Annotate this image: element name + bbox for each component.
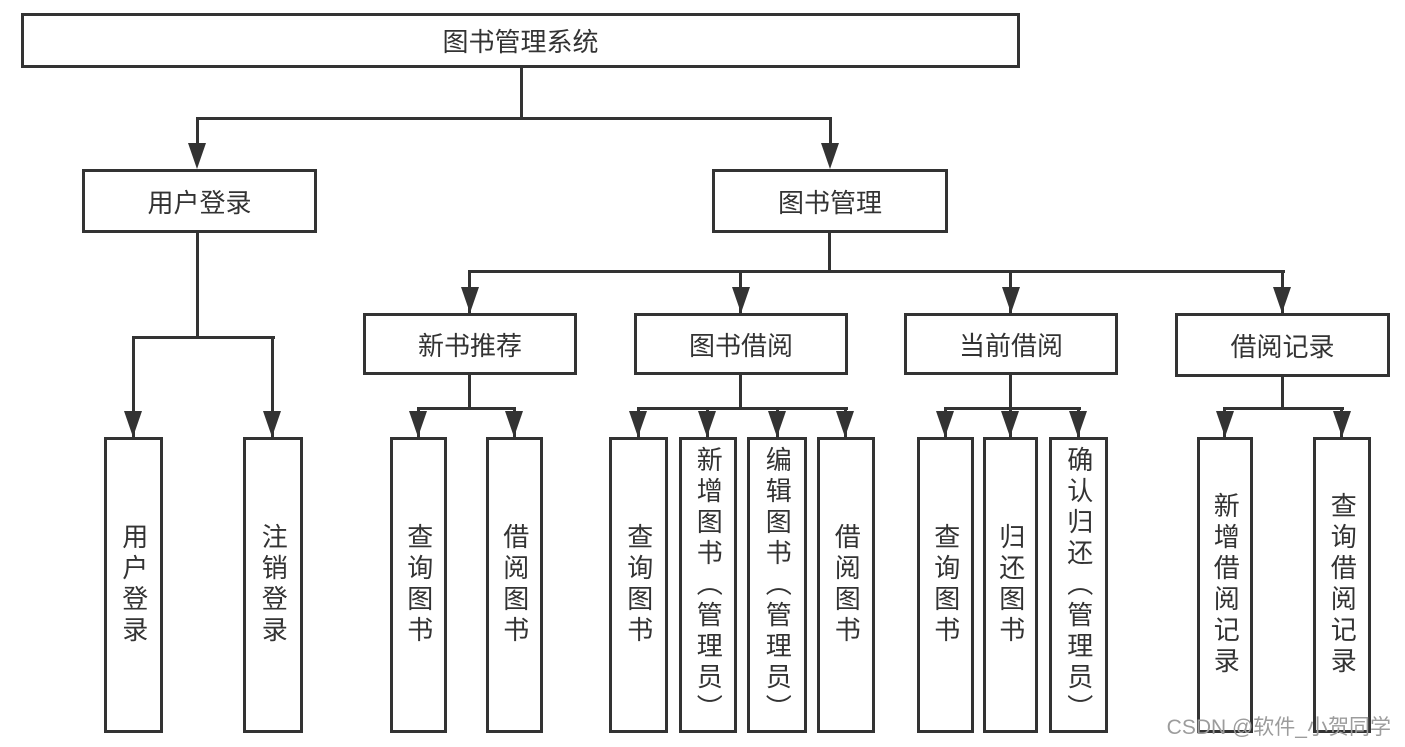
arrow-down-icon	[629, 411, 647, 437]
node-current-borrow-label: 当前借阅	[958, 330, 1063, 361]
arrow-down-icon	[188, 143, 206, 169]
arrow-down-icon	[936, 411, 954, 437]
leaf-query-books-current-label: 查询图书	[930, 523, 961, 647]
arrow-down-icon	[1002, 287, 1020, 313]
node-borrow-records-label: 借阅记录	[1230, 331, 1335, 362]
node-current-borrow: 当前借阅	[904, 313, 1118, 375]
leaf-return-books-label: 归还图书	[995, 523, 1026, 647]
node-new-book-recommend: 新书推荐	[363, 313, 577, 375]
leaf-return-books: 归还图书	[983, 437, 1038, 733]
arrow-down-icon	[732, 287, 750, 313]
arrow-down-icon	[821, 143, 839, 169]
connector-line	[829, 117, 832, 147]
node-book-borrow-label: 图书借阅	[688, 330, 793, 361]
node-root: 图书管理系统	[21, 13, 1020, 68]
leaf-query-borrow-record: 查询借阅记录	[1313, 437, 1371, 733]
leaf-add-borrow-record-label: 新增借阅记录	[1210, 492, 1241, 678]
leaf-borrow-books-label: 借阅图书	[831, 523, 862, 647]
leaf-edit-books-admin-label: 编辑图书（管理员）	[762, 445, 793, 725]
leaf-add-borrow-record: 新增借阅记录	[1197, 437, 1253, 733]
leaf-borrow-books: 借阅图书	[817, 437, 875, 733]
node-new-book-recommend-label: 新书推荐	[417, 330, 522, 361]
connector-line	[739, 375, 742, 409]
leaf-logout: 注销登录	[243, 437, 303, 733]
arrow-down-icon	[505, 411, 523, 437]
connector-line	[1009, 375, 1012, 409]
node-book-borrow: 图书借阅	[634, 313, 848, 375]
connector-line	[132, 336, 275, 339]
arrow-down-icon	[1273, 287, 1291, 313]
connector-line	[1223, 407, 1344, 410]
node-user-login-label: 用户登录	[147, 187, 252, 218]
node-book-management-label: 图书管理	[777, 187, 882, 218]
arrow-down-icon	[263, 411, 281, 437]
leaf-query-books-recommend-label: 查询图书	[403, 523, 434, 647]
leaf-logout-label: 注销登录	[258, 523, 289, 647]
arrow-down-icon	[409, 411, 427, 437]
arrow-down-icon	[1001, 411, 1019, 437]
connector-line	[637, 407, 848, 410]
arrow-down-icon	[836, 411, 854, 437]
connector-line	[132, 336, 135, 437]
leaf-borrow-books-recommend: 借阅图书	[486, 437, 543, 733]
leaf-edit-books-admin: 编辑图书（管理员）	[747, 437, 807, 733]
csdn-watermark: CSDN @软件_小贺同学	[1166, 716, 1391, 739]
arrow-down-icon	[1216, 411, 1234, 437]
leaf-add-books-admin: 新增图书（管理员）	[679, 437, 737, 733]
connector-line	[944, 407, 1081, 410]
arrow-down-icon	[698, 411, 716, 437]
leaf-add-books-admin-label: 新增图书（管理员）	[693, 445, 724, 725]
leaf-confirm-return-admin-label: 确认归还（管理员）	[1063, 445, 1094, 725]
arrow-down-icon	[1333, 411, 1351, 437]
arrow-down-icon	[124, 411, 142, 437]
leaf-user-login-label: 用户登录	[118, 523, 149, 647]
connector-line	[417, 407, 516, 410]
leaf-query-borrow-record-label: 查询借阅记录	[1327, 492, 1358, 678]
connector-line	[271, 336, 274, 437]
arrow-down-icon	[1069, 411, 1087, 437]
connector-line	[196, 117, 832, 120]
leaf-confirm-return-admin: 确认归还（管理员）	[1049, 437, 1108, 733]
leaf-query-books-recommend: 查询图书	[390, 437, 447, 733]
node-book-management: 图书管理	[712, 169, 948, 233]
leaf-borrow-books-recommend-label: 借阅图书	[499, 523, 530, 647]
connector-line	[196, 117, 199, 147]
node-borrow-records: 借阅记录	[1175, 313, 1390, 377]
connector-line	[468, 270, 1285, 273]
leaf-user-login: 用户登录	[104, 437, 163, 733]
arrow-down-icon	[768, 411, 786, 437]
node-root-label: 图书管理系统	[442, 27, 599, 57]
leaf-query-books-borrow-label: 查询图书	[623, 523, 654, 647]
leaf-query-books-borrow: 查询图书	[609, 437, 668, 733]
node-user-login: 用户登录	[82, 169, 317, 233]
connector-line	[520, 68, 523, 118]
connector-line	[196, 232, 199, 337]
connector-line	[1281, 376, 1284, 409]
arrow-down-icon	[461, 287, 479, 313]
leaf-query-books-current: 查询图书	[917, 437, 974, 733]
connector-line	[468, 375, 471, 409]
connector-line	[828, 232, 831, 272]
